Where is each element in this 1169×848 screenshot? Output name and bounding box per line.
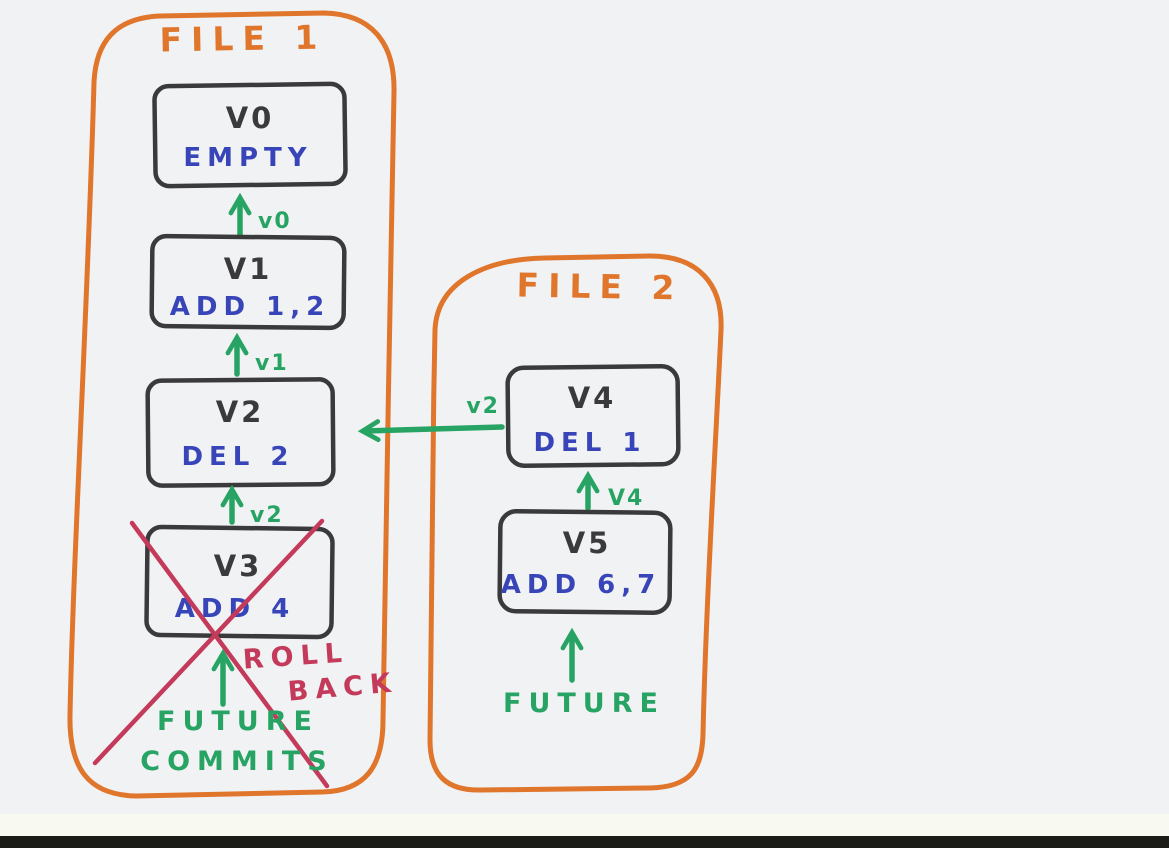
merge-arrow-label: v2 (466, 394, 500, 419)
v5-title: V5 (563, 526, 612, 560)
v2-action: DEL 2 (181, 442, 294, 472)
future-commits-note-line1: FUTURE (157, 706, 319, 737)
future-note-file2: FUTURE (503, 688, 665, 719)
version-box-v3 (144, 524, 335, 640)
v1-title: V1 (224, 252, 273, 286)
rollback-cross-line-2 (92, 518, 325, 766)
file2-container (427, 253, 724, 793)
file2-label: FILE 2 (516, 266, 683, 308)
v3-title: V3 (214, 549, 263, 583)
v5-action: ADD 6,7 (501, 570, 661, 600)
scan-band-dark (0, 836, 1169, 848)
version-box-v4 (505, 364, 681, 468)
arrow-label-v1: v1 (255, 351, 289, 376)
v3-action: ADD 4 (175, 594, 295, 624)
arrow-label-v2: v2 (250, 503, 284, 528)
v4-title: V4 (568, 381, 617, 415)
arrow-label-v0: v0 (258, 209, 292, 234)
file1-container (67, 10, 397, 799)
version-box-v0 (152, 81, 348, 189)
rollback-note-line1: ROLL (242, 637, 350, 675)
version-box-v5 (497, 509, 673, 615)
file1-label: FILE 1 (159, 18, 326, 60)
arrow-label-v4: V4 (608, 486, 644, 511)
scan-band-light (0, 814, 1169, 838)
v1-action: ADD 1,2 (170, 292, 330, 322)
version-box-v1 (149, 233, 347, 331)
v2-title: V2 (216, 395, 265, 429)
v4-action: DEL 1 (533, 428, 646, 458)
merge-arrow-v4-to-v2 (357, 419, 505, 443)
v0-action: EMPTY (183, 143, 312, 173)
future-commits-note-line2: COMMITS (140, 746, 333, 777)
v0-title: V0 (226, 101, 275, 135)
